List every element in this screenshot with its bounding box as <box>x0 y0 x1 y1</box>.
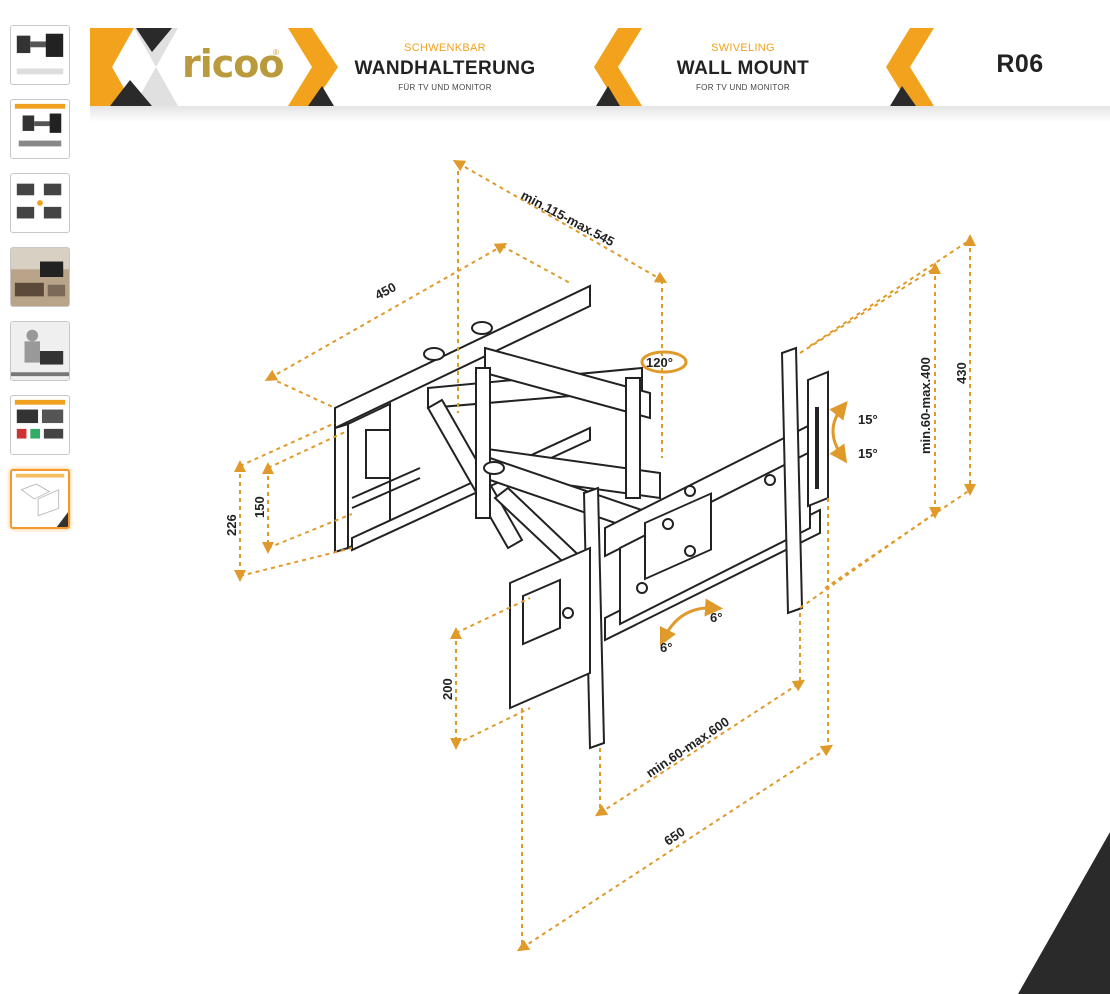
thumbnail-6[interactable] <box>10 395 70 455</box>
dim-label-rotate-right: 6° <box>710 610 722 625</box>
dim-label-wall-inner: 150 <box>252 496 267 518</box>
thumbnail-7-selected[interactable] <box>10 469 70 529</box>
dim-label-plate-width: 650 <box>661 824 687 849</box>
dim-label-swivel: 120° <box>646 355 673 370</box>
dim-label-tilt-up: 15° <box>858 412 878 427</box>
de-caption: FÜR TV UND MONITOR <box>398 83 492 92</box>
banner-graphics <box>90 28 934 106</box>
brand-logo: ricoo <box>182 42 285 86</box>
dim-label-rotate-left: 6° <box>660 640 672 655</box>
en-caption: FOR TV UND MONITOR <box>696 83 790 92</box>
dim-label-arm: 450 <box>372 279 398 302</box>
brand-registered-mark: ® <box>273 48 279 57</box>
dim-label-vesa-horizontal: min.60-max.600 <box>643 714 732 781</box>
banner-shadow <box>90 106 1110 122</box>
thumbnail-4[interactable] <box>10 247 70 307</box>
thumbnail-2[interactable] <box>10 99 70 159</box>
dim-label-plate-height: 430 <box>954 362 969 384</box>
dim-label-tilt-down: 15° <box>858 446 878 461</box>
wall-plate <box>334 284 591 554</box>
dim-label-arm-height: 200 <box>440 678 455 700</box>
dimension-lines <box>234 160 976 952</box>
thumbnail-1[interactable] <box>10 25 70 85</box>
product-banner: ricoo ® SCHWENKBAR WANDHALTERUNG FÜR TV … <box>90 28 1110 106</box>
thumbnail-5[interactable] <box>10 321 70 381</box>
tv-bracket <box>509 346 829 750</box>
de-title: WANDHALTERUNG <box>354 58 536 79</box>
rotation-arrows <box>640 350 848 647</box>
dim-label-extension: min.115-max.545 <box>519 187 617 249</box>
dimension-drawing: 450 min.115-max.545 120° 15° 15° min.60-… <box>224 160 1110 994</box>
model-number: R06 <box>996 50 1044 78</box>
product-image: ricoo ® SCHWENKBAR WANDHALTERUNG FÜR TV … <box>90 28 1110 994</box>
dim-label-vesa-vertical: min.60-max.400 <box>918 357 933 454</box>
en-title: WALL MOUNT <box>676 58 810 79</box>
dim-label-wall-outer: 226 <box>224 514 239 536</box>
de-subtitle: SCHWENKBAR <box>404 42 486 54</box>
en-subtitle: SWIVELING <box>711 42 775 54</box>
thumbnail-3[interactable] <box>10 173 70 233</box>
corner-decoration <box>1018 832 1110 994</box>
